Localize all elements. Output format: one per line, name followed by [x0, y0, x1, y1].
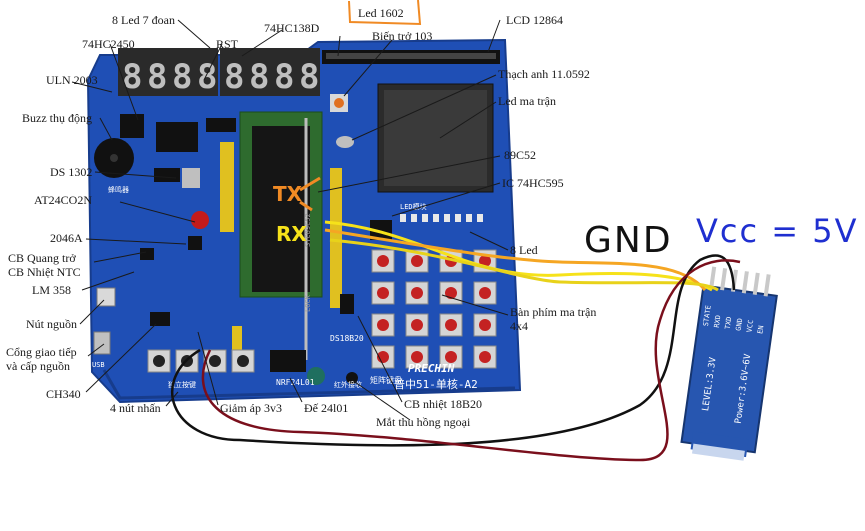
label-cb-nhiet-18b20: CB nhiệt 18B20 — [404, 398, 482, 411]
label-lcd-12864: LCD 12864 — [506, 14, 563, 27]
handwriting-gnd: GND — [584, 220, 673, 261]
label-74hc2450: 74HC2450 — [82, 38, 135, 51]
label-2046a: 2046A — [50, 232, 83, 245]
mcu-chip — [252, 126, 310, 292]
ds1302-chip — [154, 168, 180, 182]
matrix-key-cap — [445, 287, 457, 299]
handwriting-rx: RX — [276, 222, 307, 246]
led — [411, 214, 417, 222]
independent-key-cap — [209, 355, 221, 367]
label-ban-phim-1: Bàn phím ma trận — [510, 306, 596, 319]
bluetooth-pin — [764, 274, 771, 296]
bluetooth-pin — [753, 273, 760, 295]
matrix-key-cap — [479, 319, 491, 331]
label-rst: RST — [216, 38, 238, 51]
led — [477, 214, 483, 222]
matrix-key-cap — [411, 255, 423, 267]
independent-key-cap — [153, 355, 165, 367]
label-74hc138d: 74HC138D — [264, 22, 319, 35]
bluetooth-module: STATERXDTXDGNDVCCEN LEVEL:3.3V Power:3.6… — [680, 266, 779, 462]
seven-segment-digit: 8 — [122, 57, 142, 97]
ds18b20-socket — [340, 294, 354, 314]
board-model: 普中51-单核-A2 — [394, 377, 478, 391]
label-lm358: LM 358 — [32, 284, 71, 297]
label-cb-nhiet-ntc: CB Nhiệt NTC — [8, 266, 81, 279]
svg-text:LOCK: LOCK — [304, 294, 312, 312]
matrix-key-cap — [377, 287, 389, 299]
svg-text:USB: USB — [92, 361, 105, 369]
led — [444, 214, 450, 222]
independent-key-cap — [237, 355, 249, 367]
label-ds1302: DS 1302 — [50, 166, 92, 179]
matrix-key-cap — [377, 319, 389, 331]
label-led-1602: Led 1602 — [358, 7, 404, 20]
label-ic-74hc595: IC 74HC595 — [502, 177, 564, 190]
led — [433, 214, 439, 222]
matrix-key-cap — [479, 287, 491, 299]
seven-segment-digit: 8 — [172, 57, 192, 97]
seven-segment-digit: 8 — [274, 57, 294, 97]
uln2003-chip — [120, 114, 144, 138]
svg-text:蜂鸣器: 蜂鸣器 — [108, 185, 129, 194]
label-8-led: 8 Led — [510, 244, 538, 257]
seven-segment-digit: 8 — [299, 57, 319, 97]
seven-segment-digit: 8 — [147, 57, 167, 97]
label-4-nut-nhan: 4 nút nhấn — [110, 402, 161, 415]
led — [466, 214, 472, 222]
label-mat-thu: Mắt thu hồng ngoại — [376, 416, 470, 429]
label-nut-nguon: Nút nguồn — [26, 318, 77, 331]
bluetooth-pin — [742, 271, 749, 293]
usb-port — [94, 332, 110, 354]
led — [455, 214, 461, 222]
matrix-key-cap — [411, 287, 423, 299]
handwriting-tx: TX — [273, 182, 302, 206]
seven-segment-digit: 8 — [249, 57, 269, 97]
bluetooth-pin — [720, 268, 727, 290]
crystal — [336, 136, 354, 148]
seven-segment-digit: 8 — [197, 57, 217, 97]
label-cong-giao-tiep-2: và cấp nguồn — [6, 360, 70, 373]
board-brand: PRECHIN — [408, 362, 455, 375]
label-uln2003: ULN 2003 — [46, 74, 98, 87]
label-cong-giao-tiep-1: Cổng giao tiếp — [6, 346, 77, 359]
label-de-24l01: Đế 24l01 — [304, 402, 348, 415]
label-led-7-segment: 8 Led 7 đoan — [112, 14, 175, 27]
label-bien-tro: Biến trở 103 — [372, 30, 432, 43]
label-ch340: CH340 — [46, 388, 81, 401]
led — [400, 214, 406, 222]
label-giam-ap: Giảm áp 3v3 — [220, 402, 282, 415]
bluetooth-pin-label: EN — [756, 325, 765, 334]
adc-pot — [191, 211, 209, 229]
label-ban-phim-2: 4x4 — [510, 320, 528, 333]
hc138-chip — [206, 118, 236, 132]
label-thach-anh: Thạch anh 11.0592 — [498, 68, 590, 81]
matrix-key-cap — [479, 351, 491, 363]
label-at24c02n: AT24CO2N — [34, 194, 92, 207]
label-led-matrix: Led ma trận — [498, 95, 556, 108]
svg-text:矩阵键盘: 矩阵键盘 — [370, 375, 402, 385]
nrf-socket — [270, 350, 306, 372]
svg-text:DS18B20: DS18B20 — [330, 334, 364, 343]
label-89c52: 89C52 — [504, 149, 536, 162]
matrix-key-cap — [411, 319, 423, 331]
matrix-key-cap — [377, 255, 389, 267]
label-buzz: Buzz thụ động — [22, 112, 92, 125]
hc245-chip — [156, 122, 198, 152]
led — [422, 214, 428, 222]
matrix-key-cap — [445, 319, 457, 331]
seven-segment-digit: 8 — [224, 57, 244, 97]
svg-text:NRF24L01: NRF24L01 — [276, 378, 315, 387]
handwriting-vcc: Vcc = 5V — [696, 212, 858, 250]
label-cb-quang-tro: CB Quang trở — [8, 252, 76, 265]
power-switch — [97, 288, 115, 306]
